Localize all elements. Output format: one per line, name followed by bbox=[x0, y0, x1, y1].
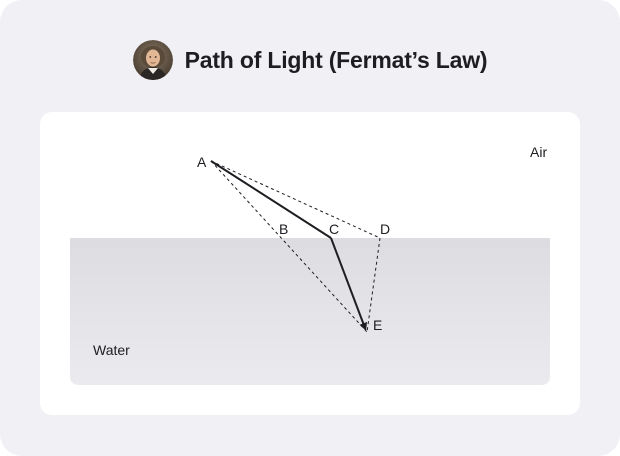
light-path-c-to-e bbox=[330, 237, 367, 331]
water-surface bbox=[70, 238, 550, 248]
point-label-e: E bbox=[373, 317, 382, 333]
diagram-card: A B C D E Air Water bbox=[40, 112, 580, 415]
page-title: Path of Light (Fermat’s Law) bbox=[184, 46, 488, 73]
point-label-c: C bbox=[329, 221, 339, 237]
light-path-a-to-c bbox=[210, 160, 332, 239]
path-a-to-d bbox=[210, 160, 381, 239]
water-region bbox=[70, 238, 550, 385]
water-label: Water bbox=[93, 342, 130, 358]
air-label: Air bbox=[530, 144, 547, 160]
portrait-avatar-icon bbox=[132, 40, 173, 80]
path-a-to-e-straight bbox=[210, 160, 368, 333]
refraction-diagram: A B C D E Air Water bbox=[70, 144, 550, 385]
header: Path of Light (Fermat’s Law) bbox=[0, 38, 620, 82]
point-label-b: B bbox=[279, 221, 288, 237]
point-label-d: D bbox=[380, 221, 390, 237]
point-label-a: A bbox=[197, 154, 207, 170]
path-d-to-e bbox=[366, 237, 381, 333]
